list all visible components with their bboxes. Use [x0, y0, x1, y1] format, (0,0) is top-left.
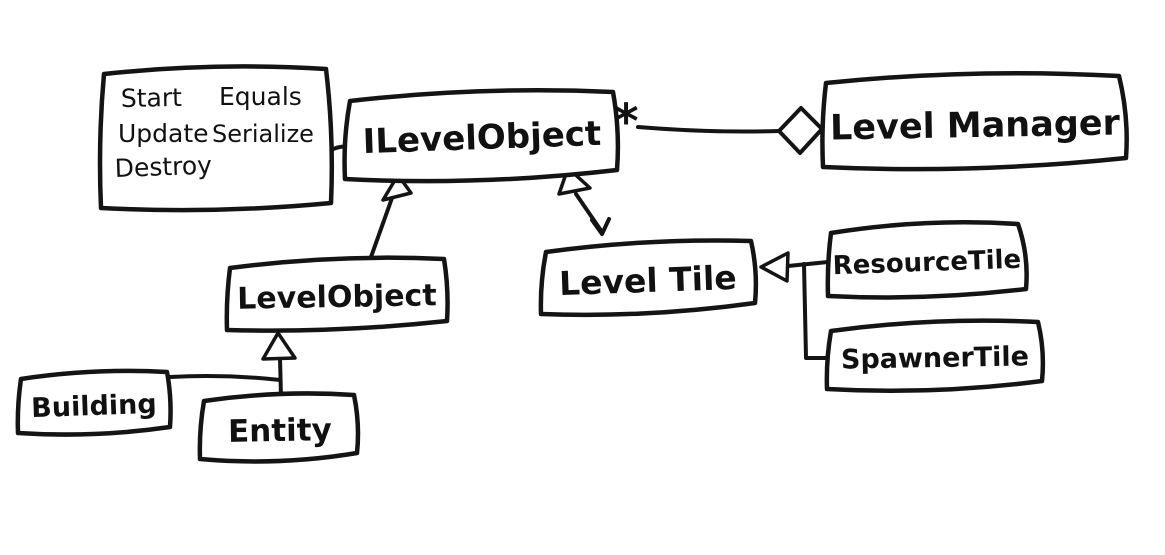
- inheritance-arrowhead-icon: [759, 251, 790, 283]
- class-label: LevelObject: [237, 278, 437, 316]
- note-method-update: Update: [118, 119, 209, 148]
- box-outline: [824, 318, 1046, 394]
- multiplicity-star: *: [613, 94, 638, 150]
- resourcetile-branch-line: [786, 260, 830, 268]
- class-box-entity: Entity: [197, 391, 361, 464]
- class-label: ILevelObject: [362, 114, 602, 162]
- edge-aggregation-ilevelobject-levelmanager: [636, 106, 824, 155]
- box-outline: [224, 255, 450, 333]
- class-label: Building: [31, 389, 157, 424]
- class-box-methods-note: Start Update Destroy Equals Serialize: [97, 64, 335, 213]
- arrow-tip-icon: [590, 217, 611, 236]
- note-method-start: Start: [121, 83, 183, 113]
- class-box-resourcetile: ResourceTile: [825, 220, 1029, 300]
- box-outline: [825, 220, 1029, 300]
- class-box-levelmanager: Level Manager: [820, 70, 1129, 172]
- inheritance-arrowhead-icon: [381, 173, 413, 202]
- aggregation-diamond-icon: [777, 106, 824, 155]
- note-method-serialize: Serialize: [212, 120, 314, 148]
- class-box-levelobject: LevelObject: [224, 255, 450, 333]
- edge-inheritance-leveltile-ilevelobject: [557, 166, 611, 236]
- box-outline: [820, 70, 1129, 172]
- inheritance-line: [278, 356, 283, 399]
- class-label: Level Manager: [830, 103, 1121, 148]
- class-box-leveltile: Level Tile: [538, 238, 759, 318]
- edge-inheritance-tiles-leveltile: [759, 251, 830, 360]
- class-label: Entity: [228, 412, 332, 450]
- class-box-building: Building: [15, 368, 173, 437]
- edge-inheritance-levelobject-ilevelobject: [369, 173, 413, 259]
- inheritance-line: [369, 196, 394, 259]
- note-method-destroy: Destroy: [114, 151, 212, 183]
- note-method-equals: Equals: [219, 82, 302, 111]
- inheritance-arrowhead-icon: [261, 331, 297, 361]
- spawnertile-branch-line: [802, 262, 830, 360]
- box-outline: [15, 368, 173, 437]
- class-label: ResourceTile: [832, 245, 1022, 282]
- edge-inheritance-entity-building-levelobject: [168, 331, 297, 399]
- box-outline: [342, 88, 621, 184]
- class-box-ilevelobject: ILevelObject: [342, 88, 621, 184]
- box-outline: [538, 238, 759, 318]
- building-branch-line: [168, 374, 282, 382]
- class-label: Level Tile: [558, 258, 737, 303]
- class-box-spawnertile: SpawnerTile: [824, 318, 1046, 394]
- class-label: SpawnerTile: [841, 341, 1030, 375]
- aggregation-line: [636, 125, 781, 134]
- box-outline: [97, 64, 335, 213]
- box-outline: [197, 391, 361, 464]
